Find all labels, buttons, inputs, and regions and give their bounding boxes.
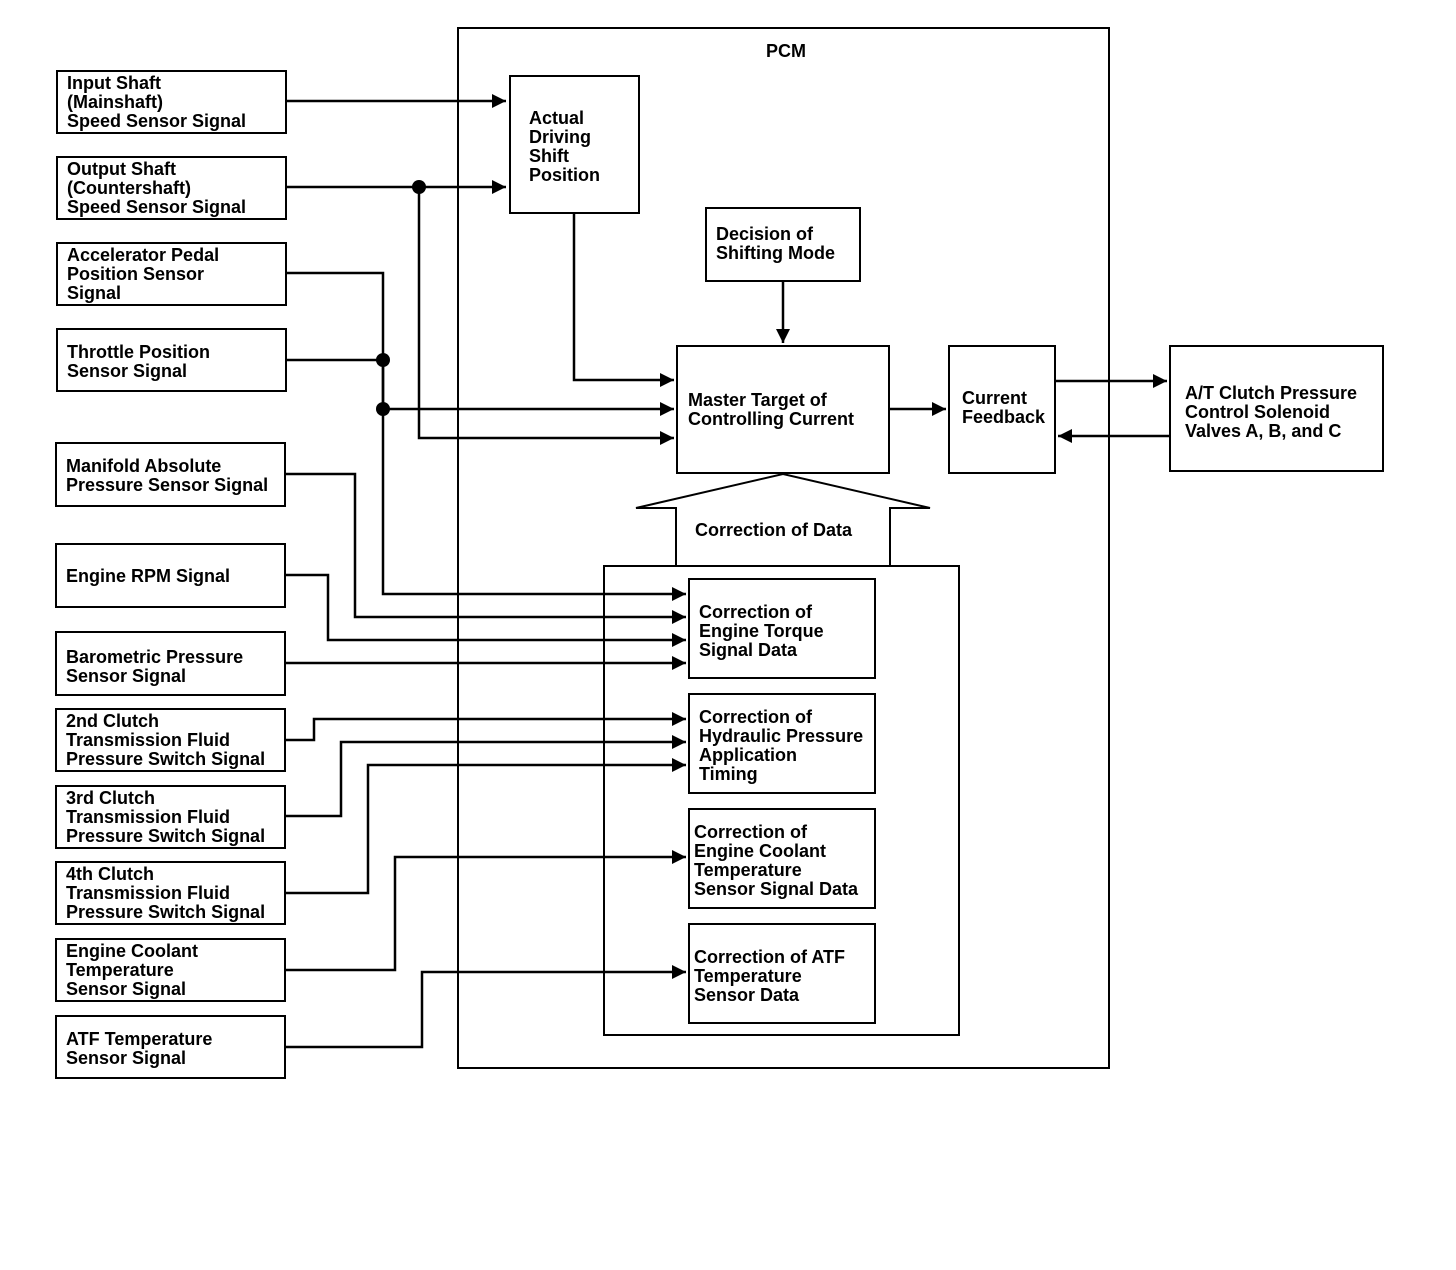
input-box-throttle-position: Throttle Position Sensor Signal — [56, 328, 287, 392]
input-label-clutch-2nd: 2nd Clutch Transmission Fluid Pressure S… — [66, 711, 266, 769]
pcm-title: PCM — [766, 41, 806, 61]
master-target-label: Master Target of Controlling Current — [688, 390, 854, 429]
input-box-map-sensor: Manifold Absolute Pressure Sensor Signal — [55, 442, 286, 507]
input-box-atf-sensor: ATF Temperature Sensor Signal — [55, 1015, 286, 1079]
input-label-clutch-3rd: 3rd Clutch Transmission Fluid Pressure S… — [66, 788, 266, 846]
input-label-ect-sensor: Engine Coolant Temperature Sensor Signal — [66, 941, 198, 999]
pcm-frame — [457, 27, 1110, 1069]
line-map — [286, 472, 686, 624]
input-box-clutch-4th: 4th Clutch Transmission Fluid Pressure S… — [55, 861, 286, 925]
input-box-engine-rpm: Engine RPM Signal — [55, 543, 286, 608]
input-label-output-shaft: Output Shaft (Countershaft) Speed Sensor… — [67, 159, 247, 217]
input-label-map-sensor: Manifold Absolute Pressure Sensor Signal — [66, 456, 269, 495]
correction-ect-label: Correction of Engine Coolant Temperature… — [694, 822, 859, 899]
junction-throttle-master — [376, 402, 390, 416]
correction-hydraulic-block: Correction of Hydraulic Pressure Applica… — [688, 693, 876, 794]
line-clutch-3rd — [286, 735, 686, 818]
junction-output-shaft — [412, 180, 426, 194]
correction-data-arrow — [635, 472, 931, 565]
correction-atf-label: Correction of ATF Temperature Sensor Dat… — [694, 947, 845, 1005]
decision-shifting-mode-block: Decision of Shifting Mode — [705, 207, 861, 282]
line-atf — [286, 965, 686, 1049]
input-box-barometric: Barometric Pressure Sensor Signal — [55, 631, 286, 696]
correction-container — [603, 565, 960, 1036]
correction-engine-torque-label: Correction of Engine Torque Signal Data — [699, 602, 824, 660]
input-label-engine-rpm: Engine RPM Signal — [66, 566, 231, 586]
junction-throttle — [376, 353, 390, 367]
solenoid-valves-label: A/T Clutch Pressure Control Solenoid Val… — [1185, 383, 1358, 441]
input-box-input-shaft: Input Shaft (Mainshaft) Speed Sensor Sig… — [56, 70, 287, 134]
input-label-throttle-position: Throttle Position Sensor Signal — [67, 342, 210, 381]
line-output-shaft-branch — [417, 187, 674, 445]
input-box-accelerator-pedal: Accelerator Pedal Position Sensor Signal — [56, 242, 287, 306]
input-label-accelerator-pedal: Accelerator Pedal Position Sensor Signal — [67, 245, 220, 303]
correction-ect-block: Correction of Engine Coolant Temperature… — [688, 808, 876, 909]
input-box-clutch-2nd: 2nd Clutch Transmission Fluid Pressure S… — [55, 708, 286, 772]
master-target-block: Master Target of Controlling Current — [676, 345, 890, 474]
input-label-atf-sensor: ATF Temperature Sensor Signal — [66, 1029, 213, 1068]
current-feedback-label: Current Feedback — [962, 388, 1046, 427]
solenoid-valves-block: A/T Clutch Pressure Control Solenoid Val… — [1169, 345, 1384, 472]
input-box-clutch-3rd: 3rd Clutch Transmission Fluid Pressure S… — [55, 785, 286, 849]
actual-driving-label: Actual Driving Shift Position — [529, 108, 600, 185]
decision-shifting-label: Decision of Shifting Mode — [716, 224, 835, 263]
correction-of-data-label: Correction of Data — [695, 520, 853, 540]
current-feedback-block: Current Feedback — [948, 345, 1056, 474]
input-label-input-shaft: Input Shaft (Mainshaft) Speed Sensor Sig… — [67, 73, 247, 131]
line-clutch-4th — [286, 758, 686, 895]
input-box-ect-sensor: Engine Coolant Temperature Sensor Signal — [55, 938, 286, 1002]
line-clutch-2nd — [286, 712, 686, 742]
correction-atf-block: Correction of ATF Temperature Sensor Dat… — [688, 923, 876, 1024]
input-label-barometric: Barometric Pressure Sensor Signal — [66, 647, 244, 686]
input-box-output-shaft: Output Shaft (Countershaft) Speed Sensor… — [56, 156, 287, 220]
correction-engine-torque-block: Correction of Engine Torque Signal Data — [688, 578, 876, 679]
line-actual-to-master — [572, 214, 674, 387]
line-ect — [286, 850, 686, 972]
correction-hydraulic-label: Correction of Hydraulic Pressure Applica… — [699, 707, 864, 784]
line-accelerator — [287, 271, 686, 601]
input-label-clutch-4th: 4th Clutch Transmission Fluid Pressure S… — [66, 864, 266, 922]
line-rpm — [286, 573, 686, 647]
actual-driving-shift-position-block: Actual Driving Shift Position — [509, 75, 640, 214]
